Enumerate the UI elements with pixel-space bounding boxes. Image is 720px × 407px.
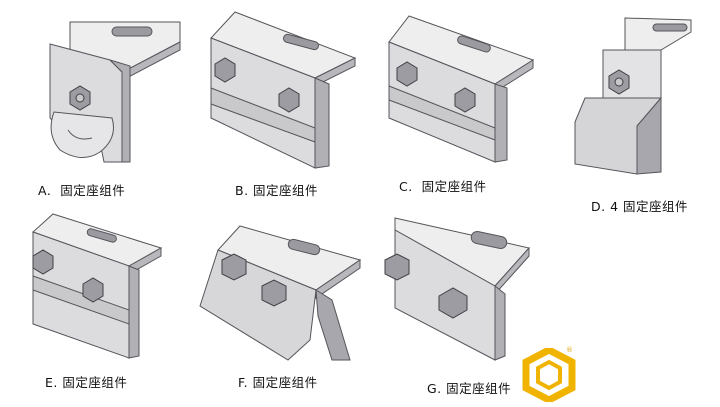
caption-a: A. 固定座组件 <box>38 183 126 198</box>
component-e-drawing <box>32 213 163 359</box>
registered-mark: ® <box>566 346 573 354</box>
component-e: E. 固定座组件 <box>25 212 170 390</box>
brand-logo <box>522 348 576 402</box>
caption-g: G. 固定座组件 <box>427 381 512 396</box>
component-c: C. 固定座组件 <box>385 14 545 194</box>
caption-b: B. 固定座组件 <box>235 183 319 198</box>
component-g-drawing <box>384 217 530 361</box>
caption-d: D. 4 固定座组件 <box>591 199 688 214</box>
component-a: A. 固定座组件 <box>38 14 190 198</box>
caption-e: E. 固定座组件 <box>45 375 128 390</box>
component-a-drawing <box>49 21 181 163</box>
component-d-drawing <box>574 17 692 175</box>
caption-c: C. 固定座组件 <box>399 179 487 194</box>
component-g: G. 固定座组件 <box>384 210 535 396</box>
component-d: D. 4 固定座组件 <box>574 14 705 214</box>
component-f-drawing <box>199 225 362 361</box>
component-b-drawing <box>210 11 357 169</box>
component-f: F. 固定座组件 <box>199 220 365 390</box>
component-c-drawing <box>388 15 535 163</box>
component-b: B. 固定座组件 <box>205 8 365 198</box>
caption-f: F. 固定座组件 <box>238 375 318 390</box>
